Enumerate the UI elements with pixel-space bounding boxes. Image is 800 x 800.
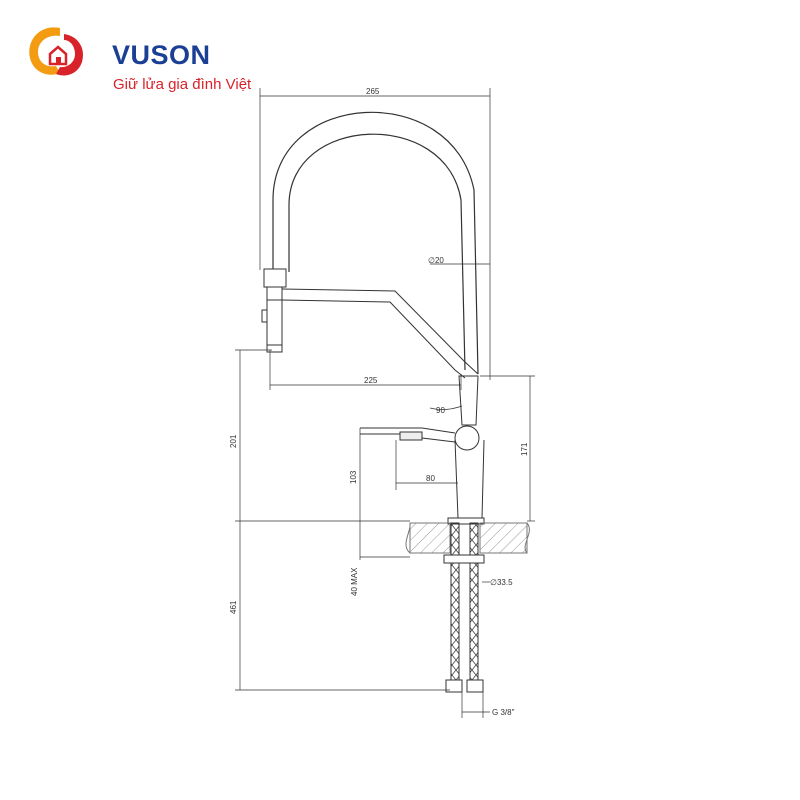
dim-lever-length: 80 [426,474,435,483]
dimension-labels: 265 ∅20 225 90 80 103 201 171 40 MAX ∅33… [229,87,529,717]
house-flame-icon [29,27,84,76]
dim-spout-reach: 225 [364,376,378,385]
dimension-lines [235,88,535,718]
dim-lever-height: 103 [349,470,358,484]
dim-hose-length: 461 [229,600,238,614]
dim-hole-diameter: ∅33.5 [490,578,513,587]
dim-body-height: 171 [520,442,529,456]
dim-spout-diameter: ∅20 [428,256,444,265]
faucet-outline [261,111,485,525]
brand-name: VUSON [112,40,211,70]
brand-logo: VUSON Giữ lửa gia đình Việt [20,18,260,92]
supply-hoses [443,522,485,693]
dim-overall-width: 265 [366,87,380,96]
dim-connection-thread: G 3/8" [492,708,515,717]
dim-height-to-spout: 201 [229,434,238,448]
countertop [405,522,530,554]
brand-tagline: Giữ lửa gia đình Việt [113,76,252,93]
dim-lever-angle: 90 [436,406,445,415]
dim-max-counter-thickness: 40 MAX [350,567,359,596]
